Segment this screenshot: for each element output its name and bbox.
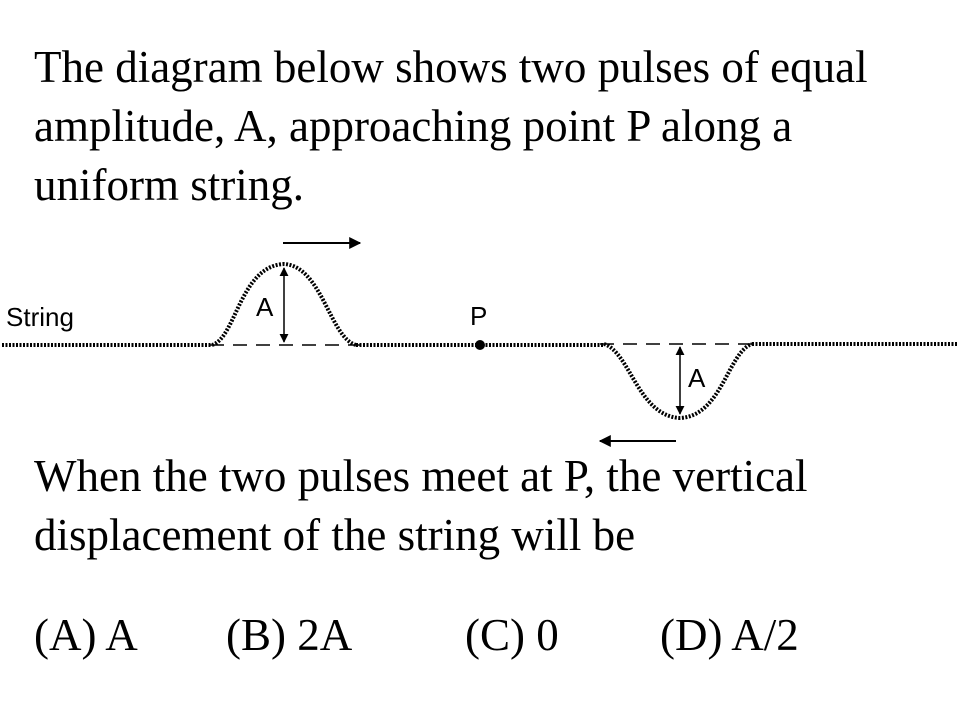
choice-d[interactable]: (D) A/2 (660, 610, 799, 660)
point-p-marker (475, 340, 485, 350)
wave-pulse-diagram: String P A A (2, 237, 958, 447)
question-intro-text: The diagram below shows two pulses of eq… (34, 42, 868, 210)
upper-amplitude-label: A (256, 292, 274, 322)
upper-pulse-crest (211, 261, 357, 347)
lower-pulse-trough (603, 342, 753, 421)
choice-b[interactable]: (B) 2A (226, 610, 353, 660)
lower-amplitude-label: A (688, 363, 706, 393)
answer-choices: (A) A (B) 2A (C) 0 (D) A/2 (34, 605, 934, 665)
choice-c[interactable]: (C) 0 (465, 610, 559, 660)
choice-a[interactable]: (A) A (34, 610, 138, 660)
question-stem-text: When the two pulses meet at P, the verti… (34, 451, 808, 560)
point-p-label: P (470, 301, 487, 331)
string-label: String (6, 302, 74, 332)
